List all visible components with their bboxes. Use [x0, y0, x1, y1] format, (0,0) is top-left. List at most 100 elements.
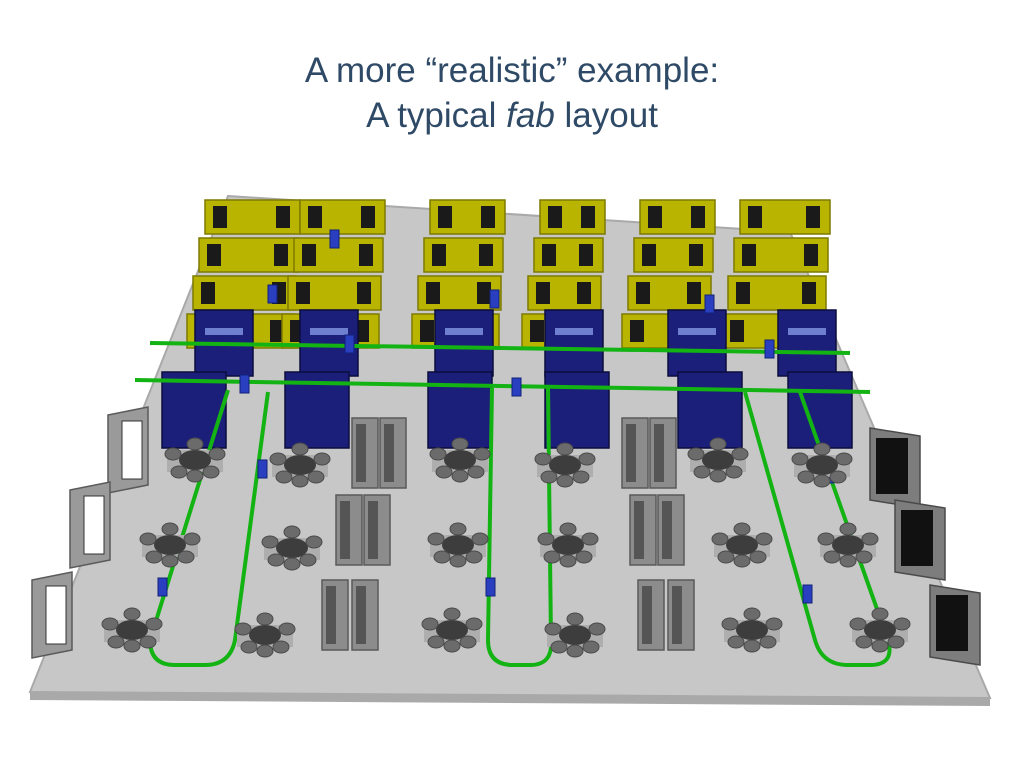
conveyor-rail-loop: [743, 391, 892, 667]
process-tool-port: [432, 244, 446, 266]
cluster-tool-hub: [276, 538, 308, 558]
cluster-tool-chamber: [208, 447, 226, 461]
cluster-tool-chamber: [717, 550, 735, 564]
cluster-tool-chamber: [123, 607, 141, 621]
cluster-tool-chamber: [291, 442, 309, 456]
cluster-tool-chamber: [839, 554, 857, 568]
cluster-tool-chamber: [575, 550, 593, 564]
process-tool-port: [477, 282, 491, 304]
process-tool-port: [548, 206, 562, 228]
side-cabinet-panel: [83, 495, 105, 555]
process-tool-port: [691, 206, 705, 228]
cluster-tool-chamber: [731, 447, 749, 461]
cluster-tool: [534, 442, 596, 488]
amhs-vehicle: [157, 577, 168, 597]
cluster-tool-chamber: [566, 644, 584, 658]
load-port-unit: [161, 371, 227, 449]
cluster-tool: [791, 442, 853, 488]
process-tool-port: [530, 320, 544, 342]
cluster-tool-chamber: [465, 550, 483, 564]
cluster-tool-chamber: [272, 640, 290, 654]
cluster-tool-chamber: [467, 465, 485, 479]
load-port-window: [310, 328, 348, 335]
cluster-tool: [101, 607, 163, 653]
cluster-tool-chamber: [283, 557, 301, 571]
cluster-tool: [544, 612, 606, 658]
cluster-tool-hub: [726, 535, 758, 555]
cluster-tool-chamber: [849, 617, 867, 631]
process-tool-port: [579, 244, 593, 266]
cluster-tool-chamber: [451, 469, 469, 483]
stocker-cabinet-door: [356, 586, 366, 644]
process-tool-port: [357, 282, 371, 304]
process-tool-port: [302, 244, 316, 266]
cluster-tool-chamber: [145, 550, 163, 564]
cluster-tool-hub: [559, 625, 591, 645]
stocker-cabinet-door: [384, 424, 394, 482]
cluster-tool-chamber: [421, 617, 439, 631]
process-tool-port: [581, 206, 595, 228]
stocker-cabinet-door: [634, 501, 644, 559]
cluster-tool-chamber: [429, 447, 447, 461]
cluster-tool-chamber: [123, 639, 141, 653]
cluster-tool-chamber: [186, 437, 204, 451]
cluster-tool-chamber: [743, 607, 761, 621]
cluster-tool-chamber: [435, 465, 453, 479]
cluster-tool-hub: [806, 455, 838, 475]
cluster-tool-chamber: [709, 437, 727, 451]
cluster-tool-chamber: [278, 622, 296, 636]
process-tool-port: [426, 282, 440, 304]
cluster-tool: [721, 607, 783, 653]
process-tool-port: [804, 244, 818, 266]
load-port-unit: [544, 309, 604, 377]
process-tool-port: [536, 282, 550, 304]
process-tool-port: [274, 244, 288, 266]
cluster-tool-chamber: [305, 535, 323, 549]
title-line-2: A typical fab layout: [0, 93, 1024, 138]
cluster-tool-hub: [702, 450, 734, 470]
process-tool-port: [361, 206, 375, 228]
cluster-tool-chamber: [765, 617, 783, 631]
process-tool-port: [730, 320, 744, 342]
cluster-tool: [817, 522, 879, 568]
cluster-tool-chamber: [709, 469, 727, 483]
cluster-tool-chamber: [791, 452, 809, 466]
amhs-vehicle: [344, 334, 355, 354]
cluster-tool-chamber: [471, 532, 489, 546]
load-port-unit: [434, 309, 494, 377]
load-port-unit: [544, 371, 610, 449]
cluster-tool-chamber: [559, 522, 577, 536]
cluster-tool-chamber: [139, 635, 157, 649]
cluster-tool-chamber: [755, 532, 773, 546]
load-port-window: [678, 328, 716, 335]
cluster-tool-hub: [436, 620, 468, 640]
cluster-tool-hub: [552, 535, 584, 555]
title-line-2-suffix: layout: [554, 96, 658, 135]
cluster-tool-chamber: [299, 553, 317, 567]
cluster-tool-chamber: [581, 532, 599, 546]
side-cabinet-panel: [121, 420, 143, 480]
cluster-tool-chamber: [566, 612, 584, 626]
cluster-tool-chamber: [543, 550, 561, 564]
amhs-vehicle: [239, 374, 250, 394]
cluster-tool-chamber: [823, 550, 841, 564]
cluster-tool-hub: [864, 620, 896, 640]
process-tool-port: [201, 282, 215, 304]
side-stocker-face: [901, 510, 933, 566]
cluster-tool-chamber: [887, 635, 905, 649]
amhs-vehicle: [485, 577, 496, 597]
load-port-window: [445, 328, 483, 335]
cluster-tool-chamber: [534, 452, 552, 466]
cluster-tool-chamber: [451, 437, 469, 451]
fab-layout-diagram: [28, 194, 992, 706]
cluster-tool-hub: [179, 450, 211, 470]
conveyor-rail-lower: [134, 378, 871, 394]
process-tool-port: [648, 206, 662, 228]
cluster-tool-hub: [249, 625, 281, 645]
cluster-tool-chamber: [443, 639, 461, 653]
stocker-cabinet-door: [672, 586, 682, 644]
load-port-unit: [787, 371, 853, 449]
cluster-tool: [261, 525, 323, 571]
process-tool-port: [276, 206, 290, 228]
cluster-tool-chamber: [161, 522, 179, 536]
